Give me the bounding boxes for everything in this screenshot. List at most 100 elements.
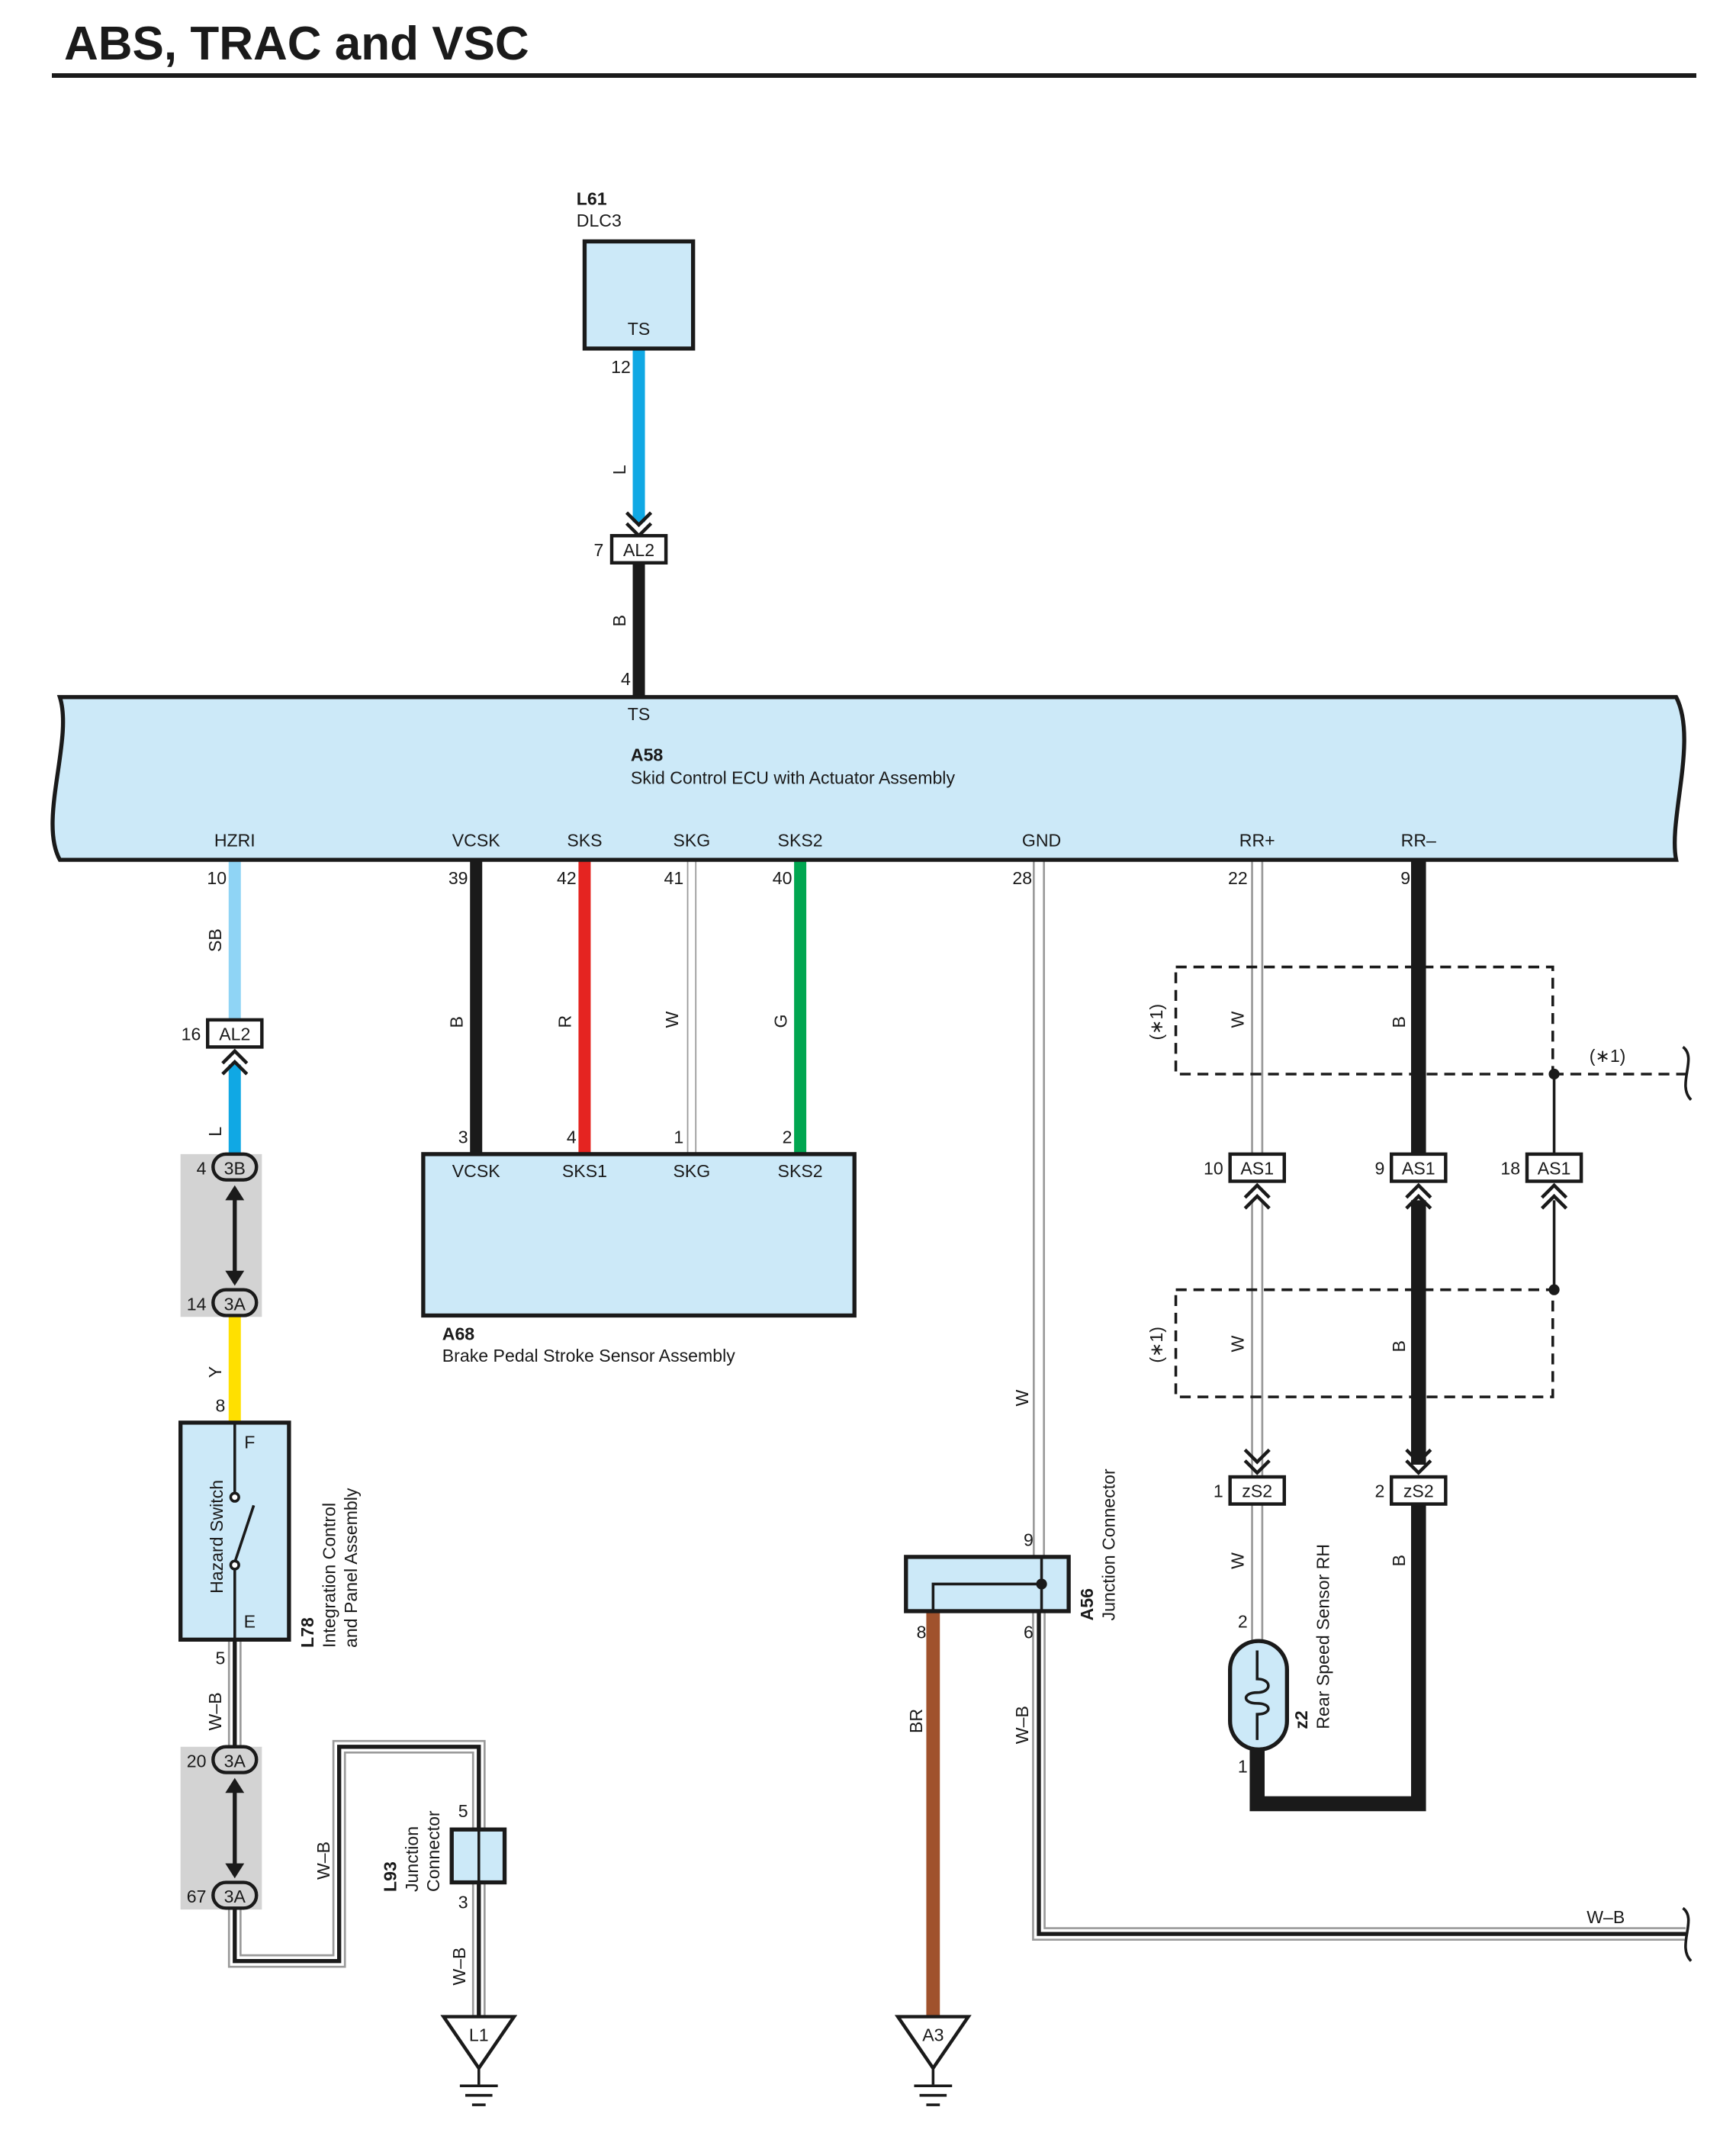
note-shield-right: (∗1) [1590, 1046, 1626, 1066]
connector-zs2-2 [1389, 1475, 1448, 1506]
note-shield-2: (∗1) [1146, 1327, 1166, 1363]
svg-text:W: W [1227, 1335, 1247, 1352]
connector-3a-14-label: 3A [224, 1294, 246, 1314]
stroke-sensor-pin-skg: SKG [673, 1161, 710, 1181]
svg-text:3: 3 [458, 1128, 468, 1147]
wire-paths [227, 349, 1686, 2017]
page-title: ABS, TRAC and VSC [64, 18, 529, 70]
svg-text:2: 2 [783, 1128, 792, 1147]
ecu-name: Skid Control ECU with Actuator Assembly [631, 768, 956, 788]
ecu-pin-rrplus: RR+ [1239, 830, 1275, 850]
svg-text:18: 18 [1500, 1159, 1520, 1179]
svg-text:W: W [1012, 1390, 1032, 1407]
connector-as1-10 [1228, 1152, 1286, 1183]
svg-text:5: 5 [215, 1648, 225, 1668]
hazard-switch-label: Hazard Switch [207, 1480, 227, 1594]
svg-text:4: 4 [567, 1128, 577, 1147]
connector-zs2-2-label: zS2 [1403, 1481, 1434, 1501]
stroke-sensor-pin-sks2: SKS2 [778, 1161, 823, 1181]
svg-text:W–B: W–B [1012, 1706, 1032, 1744]
shield-boxes [1174, 965, 1686, 1398]
svg-text:B: B [1389, 1340, 1409, 1352]
connector-3b [211, 1152, 259, 1182]
wire-wb-a56 [1032, 1612, 1686, 1941]
wire-b-rrminus-3 [1249, 1505, 1426, 1812]
connector-3a-20-label: 3A [224, 1751, 246, 1771]
connector-3b-label: 3B [224, 1159, 246, 1179]
svg-text:3: 3 [458, 1892, 468, 1912]
svg-text:BR: BR [906, 1709, 926, 1733]
svg-text:1: 1 [1214, 1481, 1223, 1501]
connector-al2-top-label: AL2 [623, 540, 654, 560]
speed-sensor-body [1227, 1639, 1289, 1752]
svg-text:8: 8 [917, 1623, 927, 1642]
svg-text:28: 28 [1012, 868, 1032, 888]
svg-text:B: B [1389, 1016, 1409, 1028]
svg-text:9: 9 [1400, 868, 1410, 888]
ecu-pin-skg: SKG [673, 830, 710, 850]
svg-text:W: W [1227, 1012, 1247, 1028]
svg-text:10: 10 [207, 868, 227, 888]
ecu-pin-sks2: SKS2 [778, 830, 823, 850]
svg-text:4: 4 [621, 669, 631, 689]
l93-name-2: Connector [423, 1810, 443, 1892]
stroke-sensor-pin-sks1: SKS1 [562, 1161, 607, 1181]
z2-id: z2 [1291, 1710, 1311, 1729]
svg-text:Y: Y [205, 1366, 225, 1378]
ecu-pin-vcsk: VCSK [452, 830, 501, 850]
svg-text:B: B [609, 615, 629, 626]
connector-al2-left-label: AL2 [219, 1025, 250, 1044]
svg-text:1: 1 [1238, 1757, 1248, 1777]
svg-text:42: 42 [557, 868, 577, 888]
connector-al2-top [609, 534, 668, 565]
wire-color-labels: L B SB L Y W–B W–B W–B B R W G W BR W–B … [205, 465, 1625, 1985]
l78-id: L78 [297, 1617, 317, 1648]
note-shield-1: (∗1) [1146, 1004, 1166, 1041]
connector-as1-10-label: AS1 [1240, 1159, 1274, 1179]
ecu-pin-ts: TS [628, 704, 651, 724]
svg-text:4: 4 [197, 1159, 207, 1179]
z2-name: Rear Speed Sensor RH [1313, 1544, 1333, 1729]
connector-as1-18-label: AS1 [1538, 1159, 1571, 1179]
ground-a3-label: A3 [922, 2025, 944, 2045]
ecu-pin-gnd: GND [1022, 830, 1061, 850]
l93-name-1: Junction [402, 1826, 422, 1892]
ground-l1 [440, 2015, 518, 2106]
stroke-sensor-name: Brake Pedal Stroke Sensor Assembly [442, 1346, 736, 1366]
svg-text:2: 2 [1238, 1611, 1248, 1631]
ecu-pin-rrminus: RR– [1401, 830, 1436, 850]
svg-text:9: 9 [1374, 1159, 1384, 1179]
svg-text:W: W [1227, 1552, 1247, 1569]
dlc3-id: L61 [577, 188, 607, 208]
stroke-sensor-id: A68 [442, 1324, 475, 1343]
pin-numbers: 12 7 4 10 39 42 41 40 28 22 9 16 3 4 1 2… [182, 357, 1520, 1912]
svg-text:L: L [205, 1127, 225, 1137]
svg-text:9: 9 [1024, 1530, 1034, 1550]
svg-text:40: 40 [773, 868, 792, 888]
svg-text:W–B: W–B [1587, 1907, 1625, 1927]
a56-id: A56 [1077, 1588, 1097, 1621]
ecu-pin-hzri: HZRI [214, 830, 256, 850]
svg-text:16: 16 [182, 1025, 201, 1044]
svg-text:10: 10 [1204, 1159, 1223, 1179]
l78-name-2: and Panel Assembly [341, 1488, 361, 1648]
svg-text:W–B: W–B [313, 1842, 333, 1880]
connector-3a-20 [211, 1745, 259, 1774]
dlc3-box [582, 239, 696, 351]
svg-text:G: G [770, 1015, 790, 1028]
connector-3a-67-label: 3A [224, 1887, 246, 1906]
svg-text:L: L [609, 465, 629, 474]
connector-zs2-1-label: zS2 [1242, 1481, 1272, 1501]
l93-id: L93 [380, 1861, 400, 1892]
dlc3-pin-ts: TS [628, 319, 651, 339]
l78-name-1: Integration Control [319, 1503, 339, 1648]
svg-text:39: 39 [448, 868, 468, 888]
svg-text:5: 5 [458, 1801, 468, 1821]
svg-text:1: 1 [674, 1128, 683, 1147]
svg-text:B: B [1389, 1555, 1409, 1566]
connector-al2-left [206, 1018, 264, 1049]
dlc3-name: DLC3 [577, 211, 622, 230]
connector-as1-18 [1525, 1152, 1583, 1183]
connector-as1-9-label: AS1 [1402, 1159, 1435, 1179]
